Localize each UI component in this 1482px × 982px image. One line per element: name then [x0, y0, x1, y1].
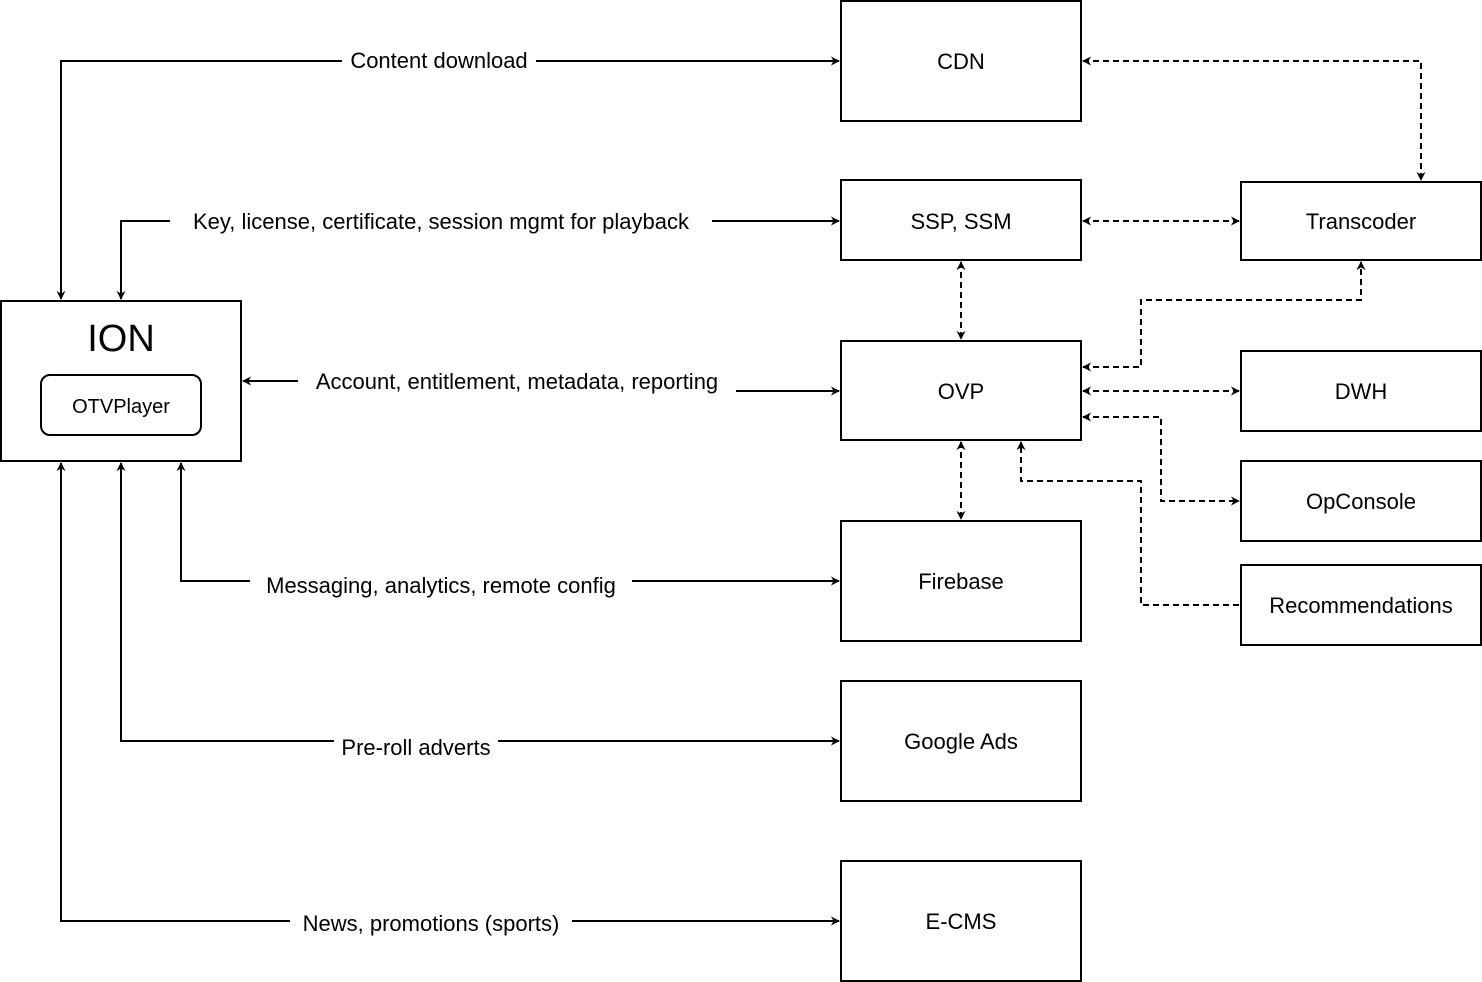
edge-ovp-opconsole	[1082, 412, 1240, 506]
label-preroll: Pre-roll adverts	[334, 734, 498, 762]
edge-recommendations-ovp	[1016, 441, 1239, 606]
svg-text:Pre-roll adverts: Pre-roll adverts	[341, 735, 490, 760]
node-otvplayer[interactable]: OTVPlayer	[40, 374, 202, 436]
edge-messaging	[176, 462, 840, 586]
label-news: News, promotions (sports)	[290, 909, 572, 937]
edge-cdn-transcoder	[1082, 56, 1426, 181]
svg-text:Transcoder: Transcoder	[1306, 209, 1416, 234]
edge-content-download	[56, 56, 840, 300]
node-google-ads[interactable]: Google Ads	[840, 680, 1082, 802]
svg-text:OVP: OVP	[938, 379, 984, 404]
node-cdn[interactable]: CDN	[840, 0, 1082, 122]
svg-text:Google Ads: Google Ads	[904, 729, 1018, 754]
label-key-license: Key, license, certificate, session mgmt …	[170, 207, 712, 235]
edge-news	[56, 462, 840, 926]
svg-text:Firebase: Firebase	[918, 569, 1004, 594]
node-ovp[interactable]: OVP	[840, 340, 1082, 441]
svg-text:Content download: Content download	[350, 48, 527, 73]
node-transcoder[interactable]: Transcoder	[1240, 181, 1482, 261]
ion-title: ION	[87, 318, 155, 360]
svg-text:Key, license, certificate, ses: Key, license, certificate, session mgmt …	[193, 209, 690, 234]
edge-preroll	[116, 462, 840, 746]
node-firebase[interactable]: Firebase	[840, 520, 1082, 642]
node-opconsole[interactable]: OpConsole	[1240, 460, 1482, 542]
node-dwh[interactable]: DWH	[1240, 350, 1482, 432]
edge-ovp-transcoder	[1082, 261, 1366, 372]
svg-text:Recommendations: Recommendations	[1269, 593, 1452, 618]
svg-text:Account, entitlement, metadata: Account, entitlement, metadata, reportin…	[316, 369, 718, 394]
node-e-cms[interactable]: E-CMS	[840, 860, 1082, 982]
svg-text:CDN: CDN	[937, 49, 985, 74]
label-content-download: Content download	[342, 46, 536, 74]
label-account: Account, entitlement, metadata, reportin…	[316, 369, 718, 394]
svg-text:News, promotions (sports): News, promotions (sports)	[303, 911, 560, 936]
svg-text:SSP, SSM: SSP, SSM	[910, 209, 1011, 234]
svg-text:Messaging, analytics, remote c: Messaging, analytics, remote config	[266, 573, 616, 598]
node-ssp-ssm[interactable]: SSP, SSM	[840, 179, 1082, 261]
svg-text:OpConsole: OpConsole	[1306, 489, 1416, 514]
node-recommendations[interactable]: Recommendations	[1240, 564, 1482, 646]
edge-account	[243, 381, 839, 391]
label-messaging: Messaging, analytics, remote config	[250, 571, 632, 599]
svg-text:E-CMS: E-CMS	[926, 909, 997, 934]
svg-text:DWH: DWH	[1335, 379, 1388, 404]
otvplayer-label: OTVPlayer	[72, 396, 170, 418]
